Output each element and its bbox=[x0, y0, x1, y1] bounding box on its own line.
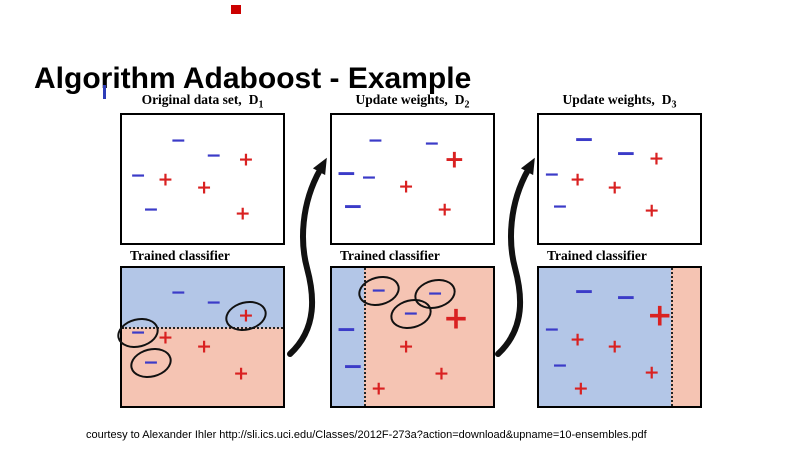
decision-boundary-dotted-line bbox=[122, 327, 283, 330]
plus-point: + bbox=[436, 198, 453, 221]
panel-update-weights-d2: Update weights,D2 −−+−−+−+ Trained class… bbox=[330, 92, 495, 414]
minus-point: − bbox=[402, 302, 419, 325]
minus-point: − bbox=[205, 144, 222, 167]
plus-point: + bbox=[443, 144, 465, 174]
plus-point: + bbox=[370, 377, 387, 400]
plus-point: + bbox=[238, 304, 254, 327]
plus-point: + bbox=[433, 362, 450, 385]
minus-point: − bbox=[615, 282, 637, 312]
red-accent-mark bbox=[231, 5, 241, 14]
plus-point: + bbox=[234, 202, 251, 225]
panel-header: Update weights, D2 bbox=[330, 92, 495, 111]
plus-point: + bbox=[238, 148, 254, 171]
minus-point: − bbox=[170, 281, 187, 304]
panel-header: Update weights, D3 bbox=[537, 92, 702, 111]
plus-point: + bbox=[569, 168, 586, 191]
decision-boundary-dotted-line bbox=[671, 268, 674, 406]
panel-update-weights-d3: Update weights,D3 −−+−++−+ Trained class… bbox=[537, 92, 702, 414]
plus-point: + bbox=[569, 328, 586, 351]
blue-tick-mark bbox=[103, 85, 106, 99]
plus-point: + bbox=[157, 326, 174, 349]
curved-arrow-icon bbox=[287, 157, 327, 357]
plus-point: + bbox=[648, 147, 665, 170]
minus-point: − bbox=[543, 163, 560, 186]
panel-header: Original data set, D1 bbox=[120, 92, 285, 111]
panel-original-dataset: Original data set,D1 −−+−++−+ Trained cl… bbox=[114, 92, 285, 414]
misclassified-circle bbox=[127, 344, 175, 383]
plus-point: + bbox=[643, 361, 660, 384]
minus-point: − bbox=[342, 191, 364, 221]
plus-point: + bbox=[606, 176, 623, 199]
plus-point: + bbox=[442, 300, 469, 337]
plus-point: + bbox=[157, 168, 174, 191]
classifier-label: Trained classifier bbox=[547, 248, 647, 263]
minus-point: − bbox=[551, 195, 568, 218]
classifier-box: −−+−++−+ bbox=[114, 266, 285, 408]
plus-point: + bbox=[233, 362, 250, 385]
credit-line: courtesy to Alexander Ihler http://sli.i… bbox=[86, 429, 647, 441]
panel-header-label: Original data set, bbox=[141, 92, 242, 107]
curved-arrow-icon bbox=[495, 157, 535, 357]
minus-point: − bbox=[551, 354, 568, 377]
data-scatter-box: −−+−++−+ bbox=[537, 113, 702, 245]
minus-point: − bbox=[205, 291, 222, 313]
minus-point: − bbox=[336, 314, 357, 344]
plus-point: + bbox=[398, 335, 415, 358]
classifier-box: −−−+−+−++ bbox=[330, 266, 495, 408]
plus-point: + bbox=[572, 377, 589, 400]
minus-point: − bbox=[130, 321, 147, 344]
plus-point: + bbox=[196, 335, 213, 358]
minus-point: − bbox=[543, 318, 560, 341]
classifier-box: −−+−++−++ bbox=[537, 266, 702, 408]
minus-point: − bbox=[342, 351, 364, 381]
decision-boundary-dotted-line bbox=[364, 268, 367, 406]
minus-point: − bbox=[130, 164, 147, 187]
plus-point: + bbox=[606, 335, 623, 358]
classifier-label: Trained classifier bbox=[130, 248, 230, 263]
minus-point: − bbox=[143, 351, 159, 374]
panel-header-label: Update weights, bbox=[355, 92, 448, 107]
misclassified-circle bbox=[222, 297, 270, 336]
minus-point: − bbox=[367, 129, 384, 152]
dataset-symbol: D2 bbox=[454, 92, 470, 111]
minus-point: − bbox=[336, 158, 357, 188]
page-title: Algorithm Adaboost - Example bbox=[34, 62, 472, 96]
plus-point: + bbox=[196, 176, 213, 199]
minus-point: − bbox=[573, 276, 595, 306]
plus-point: + bbox=[398, 175, 415, 198]
dataset-symbol: D3 bbox=[661, 92, 677, 111]
misclassified-circle bbox=[114, 313, 162, 353]
plus-point: + bbox=[646, 297, 673, 334]
minus-point: − bbox=[615, 138, 637, 168]
dataset-symbol: D1 bbox=[248, 92, 264, 111]
plus-point: + bbox=[643, 199, 660, 222]
minus-point: − bbox=[427, 282, 443, 305]
classifier-label: Trained classifier bbox=[340, 248, 440, 263]
data-scatter-box: −−+−−+−+ bbox=[330, 113, 495, 245]
minus-point: − bbox=[573, 124, 595, 154]
minus-point: − bbox=[143, 198, 159, 221]
minus-point: − bbox=[423, 132, 440, 155]
minus-point: − bbox=[170, 129, 187, 152]
panel-header-label: Update weights, bbox=[562, 92, 655, 107]
data-scatter-box: −−+−++−+ bbox=[120, 113, 285, 245]
minus-point: − bbox=[370, 279, 387, 302]
minus-point: − bbox=[361, 166, 377, 189]
